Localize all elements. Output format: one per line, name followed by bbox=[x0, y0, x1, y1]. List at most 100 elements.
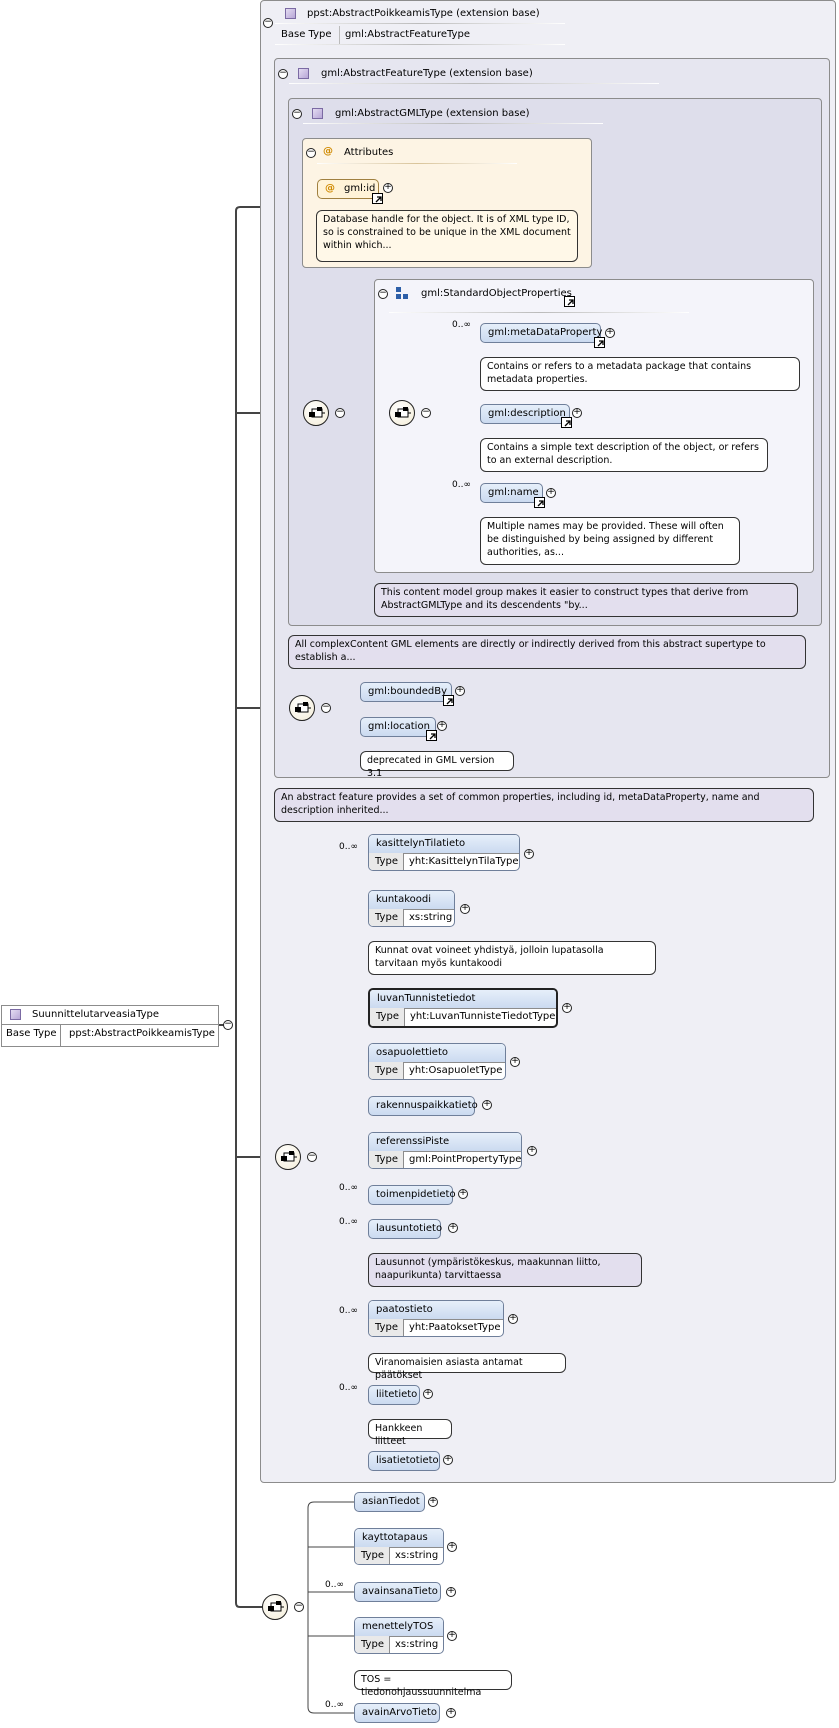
root-type-header: SuunnittelutarveasiaType bbox=[2, 1006, 218, 1025]
metadata-multiplicity: 0..∞ bbox=[452, 320, 471, 330]
collapse-icon[interactable]: − bbox=[421, 407, 431, 418]
std-props-collapse-icon[interactable]: − bbox=[378, 288, 388, 299]
attribute-icon: @ bbox=[323, 146, 333, 157]
std-props-title: gml:StandardObjectProperties bbox=[421, 288, 572, 299]
expand-icon[interactable]: + bbox=[527, 1145, 537, 1156]
kuntakoodi-type-label-cell: Type bbox=[369, 909, 404, 926]
collapse-icon[interactable]: − bbox=[321, 702, 331, 713]
osapuolettieto-element[interactable]: osapuolettieto Type yht:OsapuoletType bbox=[368, 1043, 506, 1080]
expand-icon[interactable]: + bbox=[446, 1586, 456, 1597]
gml-description-label: gml:description bbox=[488, 408, 566, 419]
ext-gml-collapse-icon[interactable]: − bbox=[292, 108, 302, 119]
menettelytos-element[interactable]: menettelyTOS Type xs:string bbox=[354, 1617, 444, 1654]
asiantiedot-element[interactable]: asianTiedot bbox=[354, 1492, 425, 1512]
gml-metadataproperty-element[interactable]: gml:metaDataProperty bbox=[480, 323, 602, 343]
ext-poikkeamis-collapse-icon[interactable]: − bbox=[263, 17, 273, 28]
attributes-collapse-icon[interactable]: − bbox=[306, 147, 316, 158]
kuntakoodi-label: kuntakoodi bbox=[376, 894, 432, 905]
luvantunnistetiedot-element[interactable]: luvanTunnistetiedot Type yht:LuvanTunnis… bbox=[368, 988, 558, 1028]
class-icon bbox=[298, 68, 309, 79]
expand-icon[interactable]: + bbox=[446, 1707, 456, 1718]
referenssipiste-element[interactable]: referenssiPiste Type gml:PointPropertyTy… bbox=[368, 1132, 522, 1169]
expand-icon[interactable]: + bbox=[562, 1002, 572, 1013]
root-type-box[interactable]: SuunnittelutarveasiaType Base Type ppst:… bbox=[1, 1005, 219, 1047]
rakennuspaikkatieto-element[interactable]: rakennuspaikkatieto bbox=[368, 1096, 478, 1116]
lisatietotieto-element[interactable]: lisatietotieto bbox=[368, 1451, 440, 1471]
link-arrow-icon[interactable] bbox=[594, 337, 605, 348]
lausuntotieto-element[interactable]: lausuntotieto bbox=[368, 1219, 442, 1239]
gml-id-attribute[interactable]: @ gml:id bbox=[317, 179, 379, 199]
menettely-type-label-cell: Type bbox=[355, 1636, 390, 1653]
expand-icon[interactable]: + bbox=[383, 182, 393, 193]
avainsanatieto-element[interactable]: avainsanaTieto bbox=[354, 1582, 441, 1602]
collapse-icon[interactable]: − bbox=[307, 1151, 317, 1162]
expand-icon[interactable]: + bbox=[572, 407, 582, 418]
sequence-icon[interactable] bbox=[289, 695, 315, 721]
rakennus-label: rakennuspaikkatieto bbox=[376, 1100, 478, 1111]
kuntakoodi-type: xs:string bbox=[409, 912, 453, 923]
expand-icon[interactable]: + bbox=[546, 487, 556, 498]
paatostieto-element[interactable]: paatostieto Type yht:PaatoksetType bbox=[368, 1300, 504, 1337]
expand-icon[interactable]: + bbox=[443, 1454, 453, 1465]
expand-icon[interactable]: + bbox=[437, 720, 447, 731]
link-arrow-icon[interactable] bbox=[534, 497, 545, 508]
collapse-icon[interactable]: − bbox=[294, 1601, 304, 1612]
gml-boundedby-element[interactable]: gml:boundedBy bbox=[360, 682, 452, 702]
gml-location-label: gml:location bbox=[368, 721, 430, 732]
gml-id-label: gml:id bbox=[344, 183, 376, 194]
link-arrow-icon[interactable] bbox=[372, 193, 383, 204]
gml-name-element[interactable]: gml:name bbox=[480, 483, 543, 503]
type-label: Type bbox=[375, 1065, 398, 1076]
kayttotapaus-element[interactable]: kayttotapaus Type xs:string bbox=[354, 1528, 444, 1565]
expand-icon[interactable]: + bbox=[458, 1188, 468, 1199]
sequence-icon[interactable] bbox=[303, 400, 329, 426]
toimenpidetieto-element[interactable]: toimenpidetieto bbox=[368, 1185, 456, 1205]
expand-icon[interactable]: + bbox=[448, 1222, 458, 1233]
attributes-title: Attributes bbox=[344, 147, 394, 158]
expand-icon[interactable]: + bbox=[447, 1630, 457, 1641]
root-collapse-icon[interactable]: − bbox=[223, 1019, 233, 1030]
type-label: Type bbox=[375, 856, 398, 867]
lausunto-multiplicity: 0..∞ bbox=[339, 1217, 358, 1227]
liite-multiplicity: 0..∞ bbox=[339, 1383, 358, 1393]
collapse-icon[interactable]: − bbox=[335, 407, 345, 418]
ext-feature-header-rule bbox=[289, 83, 659, 84]
ext-poikkeamis-type-rule bbox=[275, 44, 565, 45]
avainsana-label: avainsanaTieto bbox=[362, 1586, 438, 1597]
type-label: Type bbox=[375, 912, 398, 923]
link-arrow-icon[interactable] bbox=[443, 695, 454, 706]
root-base-type: ppst:AbstractPoikkeamisType bbox=[69, 1028, 215, 1039]
group-icon bbox=[396, 287, 408, 302]
type-label: Type bbox=[375, 1154, 398, 1165]
expand-icon[interactable]: + bbox=[423, 1388, 433, 1399]
expand-icon[interactable]: + bbox=[428, 1496, 438, 1507]
kasittely-type-label-cell: Type bbox=[369, 853, 404, 870]
avainarvotieto-element[interactable]: avainArvoTieto bbox=[354, 1703, 440, 1723]
expand-icon[interactable]: + bbox=[510, 1056, 520, 1067]
kasittelyntilatieto-element[interactable]: kasittelynTilatieto Type yht:KasittelynT… bbox=[368, 834, 520, 871]
osapuolet-type: yht:OsapuoletType bbox=[409, 1065, 503, 1076]
gml-description-element[interactable]: gml:description bbox=[480, 404, 570, 424]
kuntakoodi-doc: Kunnat ovat voineet yhdistyä, jolloin lu… bbox=[368, 941, 656, 975]
expand-icon[interactable]: + bbox=[482, 1099, 492, 1110]
kaytto-label: kayttotapaus bbox=[362, 1532, 428, 1543]
link-arrow-icon[interactable] bbox=[561, 417, 572, 428]
liite-doc: Hankkeen liitteet bbox=[368, 1419, 452, 1447]
sequence-icon[interactable] bbox=[389, 400, 415, 426]
ext-feature-collapse-icon[interactable]: − bbox=[278, 68, 288, 79]
liite-label: liitetieto bbox=[376, 1389, 418, 1400]
kuntakoodi-element[interactable]: kuntakoodi Type xs:string bbox=[368, 890, 455, 927]
expand-icon[interactable]: + bbox=[508, 1313, 518, 1324]
expand-icon[interactable]: + bbox=[605, 327, 615, 338]
expand-icon[interactable]: + bbox=[447, 1541, 457, 1552]
sequence-icon[interactable] bbox=[275, 1144, 301, 1170]
expand-icon[interactable]: + bbox=[524, 848, 534, 859]
sequence-icon[interactable] bbox=[262, 1594, 288, 1620]
liitetieto-element[interactable]: liitetieto bbox=[368, 1385, 420, 1405]
link-arrow-icon[interactable] bbox=[426, 730, 437, 741]
gml-location-element[interactable]: gml:location bbox=[360, 717, 436, 737]
expand-icon[interactable]: + bbox=[455, 685, 465, 696]
feature-type-doc: An abstract feature provides a set of co… bbox=[274, 788, 814, 822]
expand-icon[interactable]: + bbox=[460, 903, 470, 914]
link-arrow-icon[interactable] bbox=[564, 296, 575, 307]
